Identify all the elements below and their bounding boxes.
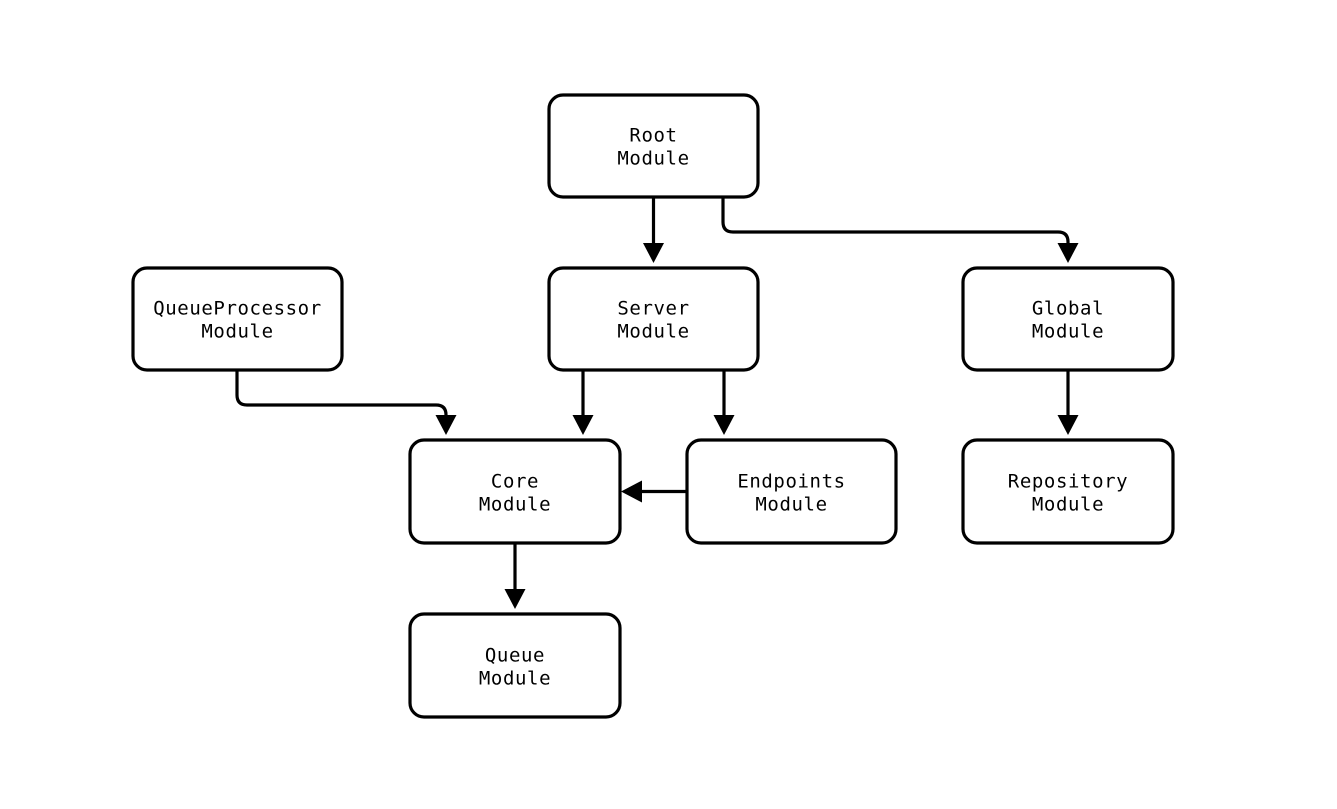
arrow-head-icon [1057,243,1079,263]
arrow-head-icon [504,589,526,609]
node-label-line1: Endpoints [737,471,845,493]
node-label-line1: Root [629,125,677,147]
arrow-head-icon [1057,415,1079,435]
node-box[interactable] [547,93,760,199]
edge-server-to-core [572,370,594,435]
node-label-line2: Module [617,321,689,343]
node-box[interactable] [408,438,622,545]
node-label-line1: Queue [485,645,545,667]
edge-line [721,197,1070,246]
node-box[interactable] [131,266,344,372]
arrow-head-icon [713,415,735,435]
edge-server-to-endpoints [713,370,735,435]
node-queue[interactable]: Queue Module [408,612,622,719]
node-label-line2: Module [1032,494,1104,516]
node-label-line1: Core [491,471,539,493]
arrow-head-icon [572,415,594,435]
node-server[interactable]: Server Module [547,266,760,372]
node-label-line2: Module [1032,321,1104,343]
node-label-line2: Module [479,494,551,516]
edge-core-to-queue [504,543,526,609]
node-label-line2: Module [479,668,551,690]
nodes-layer: Root Module QueueProcessor Module Server… [131,93,1175,719]
arrow-head-icon [621,480,642,503]
node-label-line1: Server [617,298,689,320]
edges-layer [235,197,1079,609]
node-label-line2: Module [201,321,273,343]
node-core[interactable]: Core Module [408,438,622,545]
node-label-line2: Module [617,148,689,170]
edge-global-to-repository [1057,370,1079,435]
node-root[interactable]: Root Module [547,93,760,199]
node-endpoints[interactable]: Endpoints Module [685,438,898,545]
arrow-head-icon [643,243,664,263]
edge-root-to-global [721,197,1079,263]
edge-queueprocessor-to-core [235,370,457,435]
edge-root-to-server [643,197,664,263]
node-queueprocessor[interactable]: QueueProcessor Module [131,266,344,372]
arrow-head-icon [435,415,457,435]
node-box[interactable] [685,438,898,545]
node-box[interactable] [408,612,622,719]
node-global[interactable]: Global Module [961,266,1175,372]
node-box[interactable] [547,266,760,372]
edge-endpoints-to-core [621,480,687,503]
node-repository[interactable]: Repository Module [961,438,1175,545]
node-box[interactable] [961,266,1175,372]
node-label-line1: Repository [1008,471,1128,493]
node-label-line1: Global [1032,298,1104,320]
node-label-line1: QueueProcessor [153,298,322,320]
node-label-line2: Module [755,494,827,516]
node-box[interactable] [961,438,1175,545]
edge-line [235,370,448,418]
